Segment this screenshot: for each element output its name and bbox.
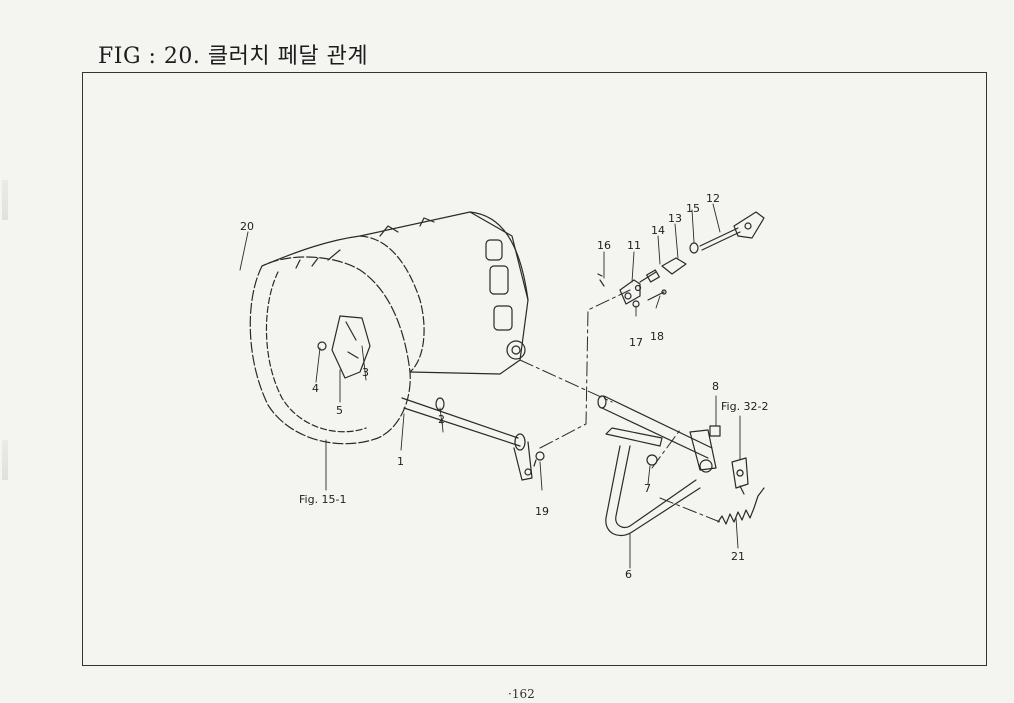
callout-14: 14 <box>651 224 665 237</box>
callout-20: 20 <box>240 220 254 233</box>
callout-21: 21 <box>731 550 745 563</box>
callout-2: 2 <box>438 413 445 426</box>
scan-artifact <box>2 180 8 220</box>
callout-5: 5 <box>336 404 343 417</box>
pushrod-assembly-drawing <box>597 211 765 308</box>
callout-fig-32-2: Fig. 32-2 <box>721 400 769 413</box>
diagram-frame <box>82 72 987 666</box>
callout-7: 7 <box>644 482 651 495</box>
callout-18: 18 <box>650 330 664 343</box>
callout-16: 16 <box>597 239 611 252</box>
page-number: ·162 <box>508 687 535 701</box>
callout-11: 11 <box>627 239 641 252</box>
clutch-pedal-drawing <box>597 395 765 537</box>
callout-4: 4 <box>312 382 319 395</box>
callout-17: 17 <box>629 336 643 349</box>
callout-12: 12 <box>706 192 720 205</box>
callout-6: 6 <box>625 568 632 581</box>
callout-1: 1 <box>397 455 404 468</box>
scan-artifact <box>2 440 8 480</box>
bellhousing-drawing <box>249 211 529 445</box>
callout-13: 13 <box>668 212 682 225</box>
callout-8: 8 <box>712 380 719 393</box>
callout-19: 19 <box>535 505 549 518</box>
callout-3: 3 <box>362 366 369 379</box>
connection-lines <box>519 289 721 523</box>
callout-fig-15-1: Fig. 15-1 <box>299 493 347 506</box>
leader-lines <box>239 203 741 569</box>
page-title: FIG : 20. 클러치 페달 관계 <box>98 44 369 69</box>
cross-shaft-drawing <box>401 397 545 481</box>
callout-15: 15 <box>686 202 700 215</box>
